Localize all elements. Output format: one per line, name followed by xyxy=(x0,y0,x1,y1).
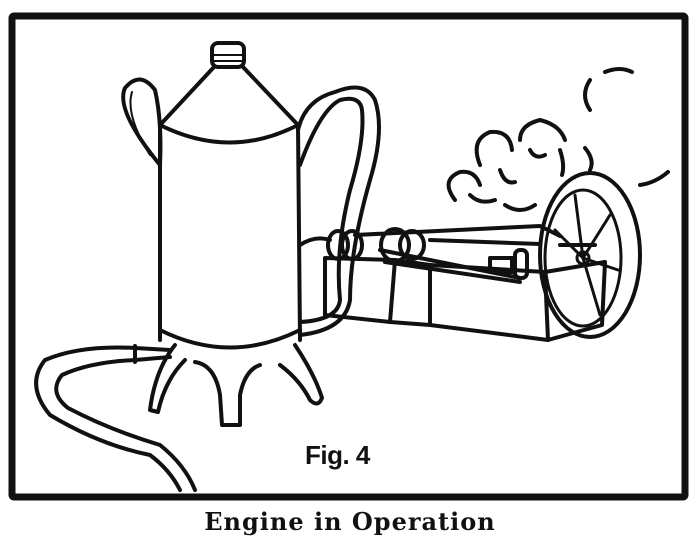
exhaust-smoke xyxy=(446,67,670,212)
drain-hose xyxy=(34,344,197,492)
figure-caption: Engine in Operation xyxy=(204,507,496,536)
figure-frame xyxy=(8,12,689,501)
flywheel xyxy=(538,171,642,339)
fuel-hose xyxy=(296,85,381,337)
engine xyxy=(298,224,607,342)
figure-label: Fig. 4 xyxy=(305,440,370,470)
fuel-can xyxy=(121,41,324,427)
